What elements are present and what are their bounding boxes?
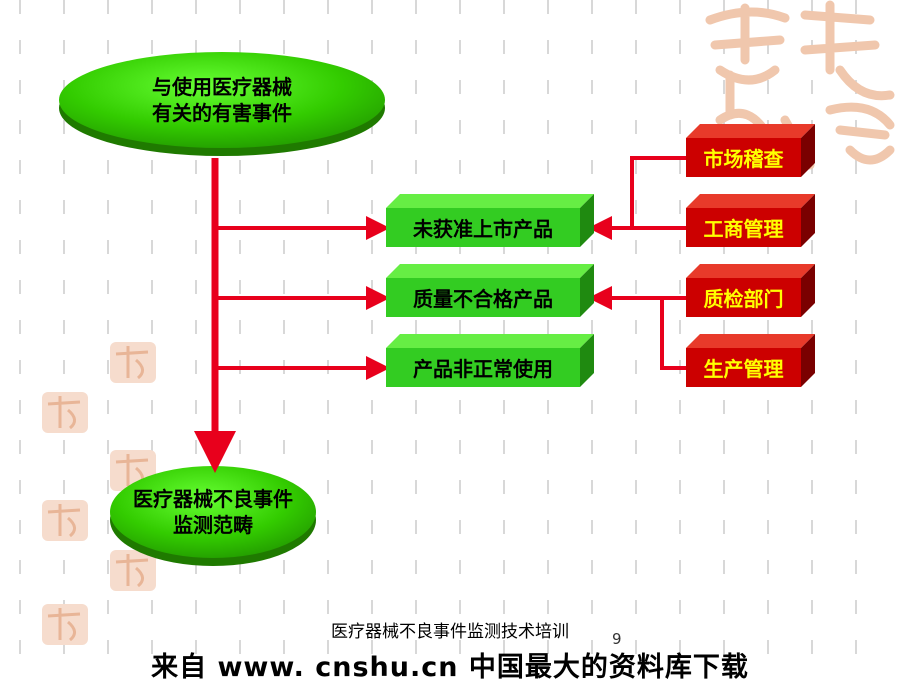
top-node-label: 与使用医疗器械 有关的有害事件 (107, 74, 337, 126)
red-box-4-label: 生产管理 (703, 357, 784, 381)
green-box-2-label: 质量不合格产品 (413, 287, 553, 311)
watermark-seal (42, 604, 88, 645)
red-box-2 (686, 194, 815, 247)
green-box-3 (386, 334, 594, 387)
green-box-1 (386, 194, 594, 247)
bottom-ellipse (110, 466, 316, 566)
red-box-2-label: 工商管理 (703, 217, 784, 241)
top-ellipse (59, 52, 385, 156)
green-box-3-label: 产品非正常使用 (413, 357, 553, 381)
red-box-1 (686, 124, 815, 177)
green-box-1-label: 未获准上市产品 (413, 217, 553, 241)
bottom-node-line2: 监测范畴 (173, 513, 253, 537)
watermark-seal (42, 500, 88, 541)
watermark-seal (110, 550, 156, 591)
bracket-upper (630, 156, 686, 230)
red-box-4 (686, 334, 815, 387)
top-node-line2: 有关的有害事件 (152, 101, 292, 125)
red-box-3-label: 质检部门 (703, 287, 784, 311)
top-node-line1: 与使用医疗器械 (152, 75, 292, 99)
red-box-3 (686, 264, 815, 317)
green-box-2 (386, 264, 594, 317)
download-banner: 来自 www. cnshu.cn 中国最大的资料库下载 (151, 652, 749, 683)
footer-title: 医疗器械不良事件监测技术培训 (331, 622, 569, 642)
watermark-seal (42, 392, 88, 433)
watermark-seal (110, 342, 156, 383)
bottom-node-line1: 医疗器械不良事件 (133, 487, 293, 511)
red-box-1-label: 市场稽查 (703, 147, 784, 171)
page-number: 9 (612, 630, 622, 648)
bottom-node-label: 医疗器械不良事件 监测范畴 (110, 486, 316, 538)
bracket-lower (660, 296, 686, 370)
